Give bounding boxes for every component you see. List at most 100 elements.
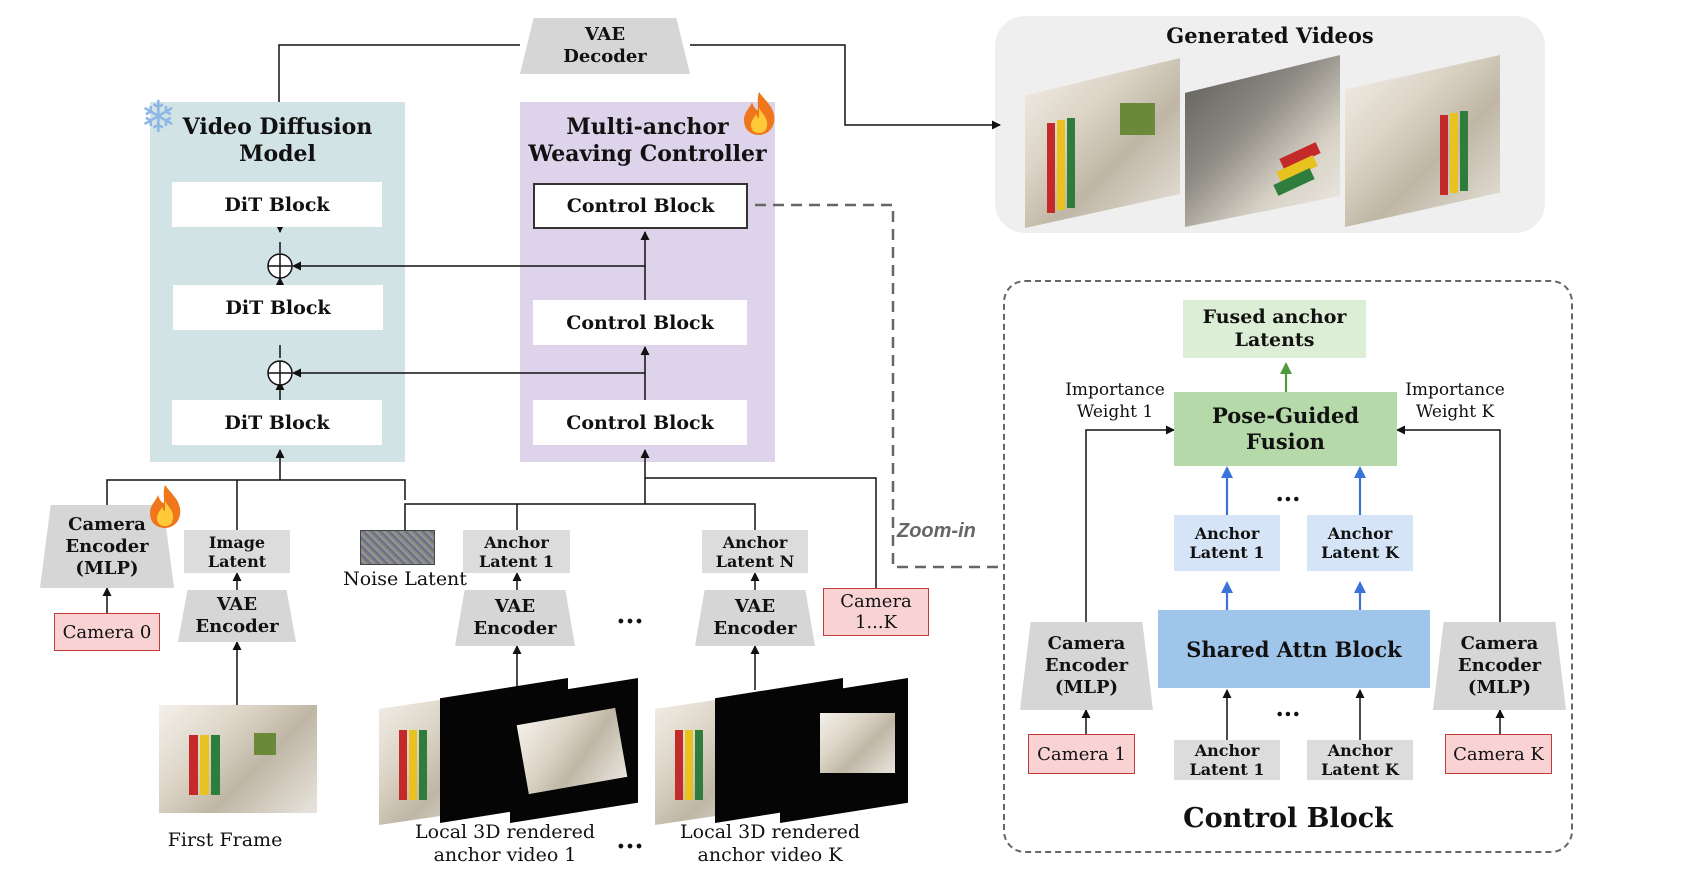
camera-1k-line2: 1...K [854, 612, 898, 633]
vae-encoder-image-line1: VAE [216, 594, 258, 615]
control-block-3: Control Block [533, 400, 747, 445]
importance-weight-k-label: Importance Weight K [1400, 378, 1510, 424]
generated-videos-title: Generated Videos [1166, 22, 1374, 48]
anchor-latent-1-line1: Anchor [484, 532, 549, 552]
vae-encoder-a1-line1: VAE [494, 596, 536, 617]
zoom-anchor-latent-1-top: Anchor Latent 1 [1174, 515, 1280, 571]
zcek-line1: Camera [1460, 633, 1539, 654]
control-block-2: Control Block [533, 300, 747, 345]
local-rendered-1-label: Local 3D rendered anchor video 1 [400, 820, 610, 868]
weaving-title-line1: Multi-anchor [566, 114, 729, 140]
pose-fusion-line2: Fusion [1246, 429, 1325, 454]
vae-decoder-line1: VAE [584, 24, 626, 45]
fused-line2: Latents [1234, 329, 1315, 351]
zalk-bot-line1: Anchor [1327, 741, 1393, 760]
anchor-video-1-frame-c [510, 678, 638, 823]
anchor-latent-n-box: Anchor Latent N [702, 530, 808, 573]
dit-block-2: DiT Block [173, 285, 383, 330]
video-diffusion-title: Video Diffusion Model [150, 114, 405, 168]
noise-latent-image [360, 530, 435, 565]
anchor-latent-n-line2: Latent N [715, 551, 795, 571]
vae-encoder-an-line2: Encoder [713, 618, 797, 639]
importance-1-line2: Weight 1 [1076, 402, 1154, 422]
image-latent-line1: Image [208, 532, 266, 552]
vae-encoder-image-line2: Encoder [195, 616, 279, 637]
camera-encoder-left-line3: (MLP) [75, 557, 139, 579]
vae-decoder: VAE Decoder [520, 18, 690, 74]
fire-icon-camera [146, 483, 184, 529]
ellipsis-attn-inputs: ... [1275, 692, 1301, 722]
video-diffusion-title-line1: Video Diffusion [182, 114, 373, 140]
zal1-bot-line2: Latent 1 [1189, 760, 1265, 779]
generated-frame-3 [1345, 55, 1500, 227]
pose-fusion-line1: Pose-Guided [1211, 403, 1360, 428]
ellipsis-videos: ... [616, 825, 644, 855]
snowflake-icon: ❄ [140, 92, 177, 143]
zoom-camera-k-box: Camera K [1445, 734, 1552, 774]
vae-encoder-a1-line2: Encoder [473, 618, 557, 639]
dit-block-3: DiT Block [172, 400, 382, 445]
zal1-top-line2: Latent 1 [1189, 543, 1265, 562]
vae-encoder-anchor-1: VAE Encoder [455, 590, 575, 646]
local-rendered-k-line1: Local 3D rendered [680, 821, 860, 843]
vae-encoder-anchor-n: VAE Encoder [695, 590, 815, 646]
zal1-top-line1: Anchor [1194, 524, 1260, 543]
ellipsis-encoders: ... [616, 600, 644, 630]
zalk-bot-line2: Latent K [1321, 760, 1399, 779]
anchor-video-k-frame-c [780, 678, 908, 823]
video-diffusion-title-line2: Model [239, 141, 316, 167]
local-rendered-k-line2: anchor video K [697, 844, 843, 866]
importance-weight-1-label: Importance Weight 1 [1060, 378, 1170, 424]
weaving-title-line2: Weaving Controller [528, 141, 767, 167]
camera-encoder-left-line2: Encoder [65, 535, 149, 557]
local-rendered-k-label: Local 3D rendered anchor video K [665, 820, 875, 868]
camera-1k-box: Camera 1...K [823, 588, 929, 636]
zoom-camera-encoder-k: Camera Encoder (MLP) [1433, 622, 1566, 710]
zoom-camera-1-box: Camera 1 [1028, 734, 1135, 774]
local-rendered-1-line2: anchor video 1 [433, 844, 577, 866]
zoom-camera-encoder-1: Camera Encoder (MLP) [1020, 622, 1153, 710]
zoom-control-block-panel [1003, 280, 1573, 853]
camera-1k-line1: Camera [840, 591, 912, 612]
zoom-anchor-latent-1-bottom: Anchor Latent 1 [1174, 740, 1280, 780]
image-latent-line2: Latent [207, 551, 267, 571]
fused-anchor-latents-box: Fused anchor Latents [1183, 300, 1366, 358]
shared-attn-block: Shared Attn Block [1158, 610, 1430, 688]
zoom-anchor-latent-k-top: Anchor Latent K [1307, 515, 1413, 571]
zoom-anchor-latent-k-bottom: Anchor Latent K [1307, 740, 1413, 780]
control-block-1: Control Block [533, 183, 748, 229]
weaving-controller-title: Multi-anchor Weaving Controller [520, 114, 775, 168]
zce1-line1: Camera [1047, 633, 1126, 654]
importance-k-line2: Weight K [1415, 402, 1495, 422]
zoom-control-block-title: Control Block [1183, 802, 1393, 834]
zcek-line2: Encoder [1457, 655, 1542, 676]
zce1-line3: (MLP) [1054, 677, 1119, 698]
noise-latent-label: Noise Latent [343, 567, 467, 590]
dit-block-1: DiT Block [172, 182, 382, 227]
camera-encoder-left-line1: Camera [68, 513, 146, 535]
first-frame-label: First Frame [167, 828, 283, 851]
importance-k-line1: Importance [1405, 380, 1505, 400]
fused-line1: Fused anchor [1202, 306, 1347, 328]
vae-encoder-image: VAE Encoder [178, 590, 296, 642]
zoom-in-label: Zoom-in [895, 520, 978, 543]
anchor-latent-1-box: Anchor Latent 1 [463, 530, 570, 573]
vae-decoder-line2: Decoder [563, 46, 647, 67]
first-frame-image [159, 705, 317, 813]
zal1-bot-line1: Anchor [1194, 741, 1260, 760]
ellipsis-fusion: ... [1275, 477, 1301, 507]
zce1-line2: Encoder [1044, 655, 1129, 676]
fire-icon [740, 90, 778, 136]
importance-1-line1: Importance [1065, 380, 1165, 400]
local-rendered-1-line1: Local 3D rendered [415, 821, 595, 843]
zcek-line3: (MLP) [1467, 677, 1532, 698]
anchor-latent-n-line1: Anchor [722, 532, 788, 552]
zalk-top-line1: Anchor [1327, 524, 1393, 543]
camera-0-box: Camera 0 [54, 613, 160, 651]
pose-guided-fusion-box: Pose-Guided Fusion [1174, 392, 1397, 466]
vae-encoder-an-line1: VAE [734, 596, 776, 617]
image-latent-box: Image Latent [184, 530, 290, 573]
zalk-top-line2: Latent K [1321, 543, 1399, 562]
